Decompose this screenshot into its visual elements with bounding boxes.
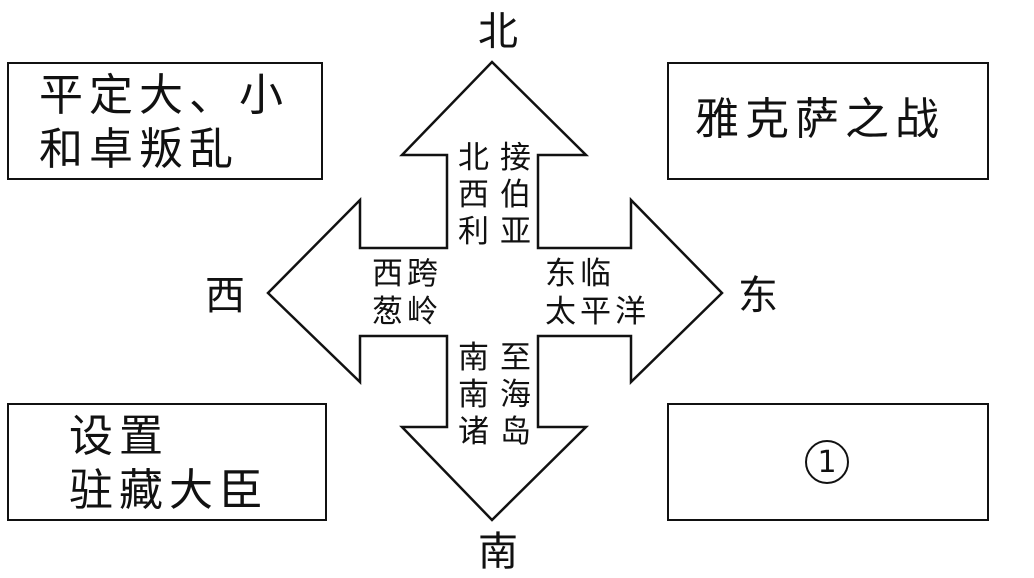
north-text-col1-0: 北 [458, 140, 489, 176]
west-label: 西 [205, 273, 245, 319]
box-bottom-left: 设置 驻藏大臣 [7, 403, 327, 521]
box-top-right: 雅克萨之战 [667, 62, 989, 180]
box-bottom-left-line2: 驻藏大臣 [69, 465, 269, 516]
south-text-col1-1: 南 [458, 377, 489, 413]
east-text-row1: 东临 [545, 256, 615, 292]
box-top-left: 平定大、小 和卓叛乱 [7, 62, 323, 180]
north-text-col2-1: 伯 [500, 177, 531, 213]
north-text-col2-2: 亚 [500, 214, 531, 250]
north-text-col2-0: 接 [500, 140, 531, 176]
north-text-col1-1: 西 [458, 177, 489, 213]
south-text-col1-2: 诸 [458, 414, 489, 450]
south-label: 南 [478, 529, 518, 575]
cross-arrow-outline [266, 60, 724, 522]
south-text-col2-0: 至 [500, 340, 531, 376]
south-text-col2-1: 海 [500, 377, 531, 413]
north-text-col1-2: 利 [458, 214, 489, 250]
north-label: 北 [478, 9, 518, 55]
circled-number-marker: 1 [805, 440, 849, 484]
box-top-right-line1: 雅克萨之战 [695, 94, 945, 145]
west-text-row1: 西跨 [372, 256, 442, 292]
south-text-col2-2: 岛 [500, 414, 531, 450]
east-text-row2: 太平洋 [545, 294, 650, 330]
south-text-col1-0: 南 [458, 340, 489, 376]
box-top-left-line1: 平定大、小 [39, 70, 289, 121]
box-bottom-left-line1: 设置 [69, 411, 169, 462]
east-label: 东 [738, 273, 778, 319]
west-text-row2: 葱岭 [372, 294, 442, 330]
box-top-left-line2: 和卓叛乱 [39, 124, 239, 175]
box-bottom-right: 1 [667, 403, 989, 521]
